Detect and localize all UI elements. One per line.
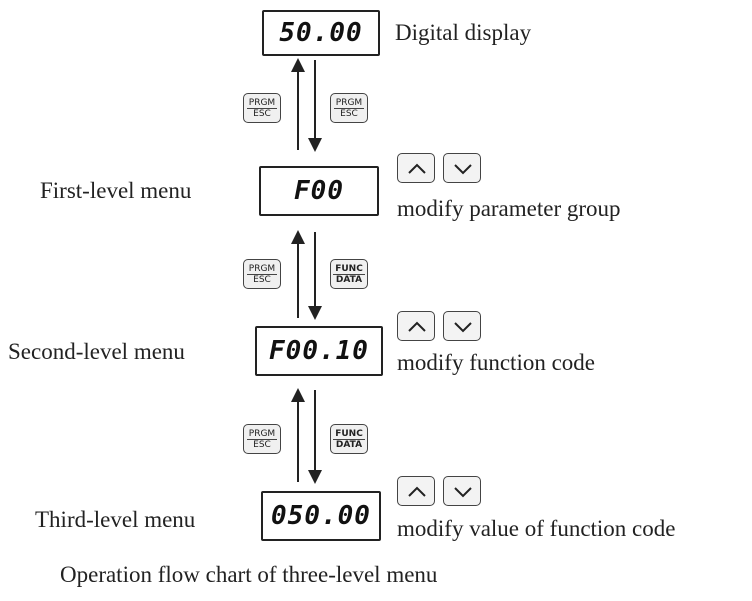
prgm-esc-key[interactable]: PRGM ESC <box>243 93 281 123</box>
prgm-key-label: PRGM <box>246 428 278 440</box>
esc-key-label: ESC <box>340 108 358 119</box>
up-arrow-icon <box>408 321 426 332</box>
up-key[interactable] <box>397 311 435 341</box>
prgm-esc-key[interactable]: PRGM ESC <box>330 93 368 123</box>
first-level-label: First-level menu <box>40 178 192 203</box>
down-key[interactable] <box>443 476 481 506</box>
func-data-key[interactable]: FUNC DATA <box>330 424 368 454</box>
data-key-label: DATA <box>335 439 363 450</box>
modify-group-label: modify parameter group <box>397 196 621 221</box>
second-level-display: F00.10 <box>255 326 383 376</box>
down-key[interactable] <box>443 311 481 341</box>
prgm-key-label: PRGM <box>246 263 278 275</box>
esc-key-label: ESC <box>253 108 271 119</box>
down-arrow-icon <box>454 322 472 333</box>
up-arrow-icon <box>408 163 426 174</box>
up-arrowhead <box>291 388 305 402</box>
prgm-key-label: PRGM <box>246 97 278 109</box>
diagram-caption: Operation flow chart of three-level menu <box>60 562 438 587</box>
up-key[interactable] <box>397 153 435 183</box>
down-arrowhead <box>308 306 322 320</box>
down-arrowhead <box>308 138 322 152</box>
func-key-label: FUNC <box>333 263 365 275</box>
esc-key-label: ESC <box>253 439 271 450</box>
prgm-esc-key[interactable]: PRGM ESC <box>243 259 281 289</box>
esc-key-label: ESC <box>253 274 271 285</box>
up-arrowhead <box>291 58 305 72</box>
second-level-label: Second-level menu <box>8 339 185 364</box>
third-level-display: 050.00 <box>261 491 381 541</box>
down-arrow-icon <box>454 164 472 175</box>
data-key-label: DATA <box>335 274 363 285</box>
digital-display-label: Digital display <box>395 20 532 45</box>
third-level-label: Third-level menu <box>35 507 196 532</box>
down-arrow-icon <box>454 487 472 498</box>
first-level-display: F00 <box>259 166 379 216</box>
down-arrowhead <box>308 470 322 484</box>
down-key[interactable] <box>443 153 481 183</box>
up-key[interactable] <box>397 476 435 506</box>
func-key-label: FUNC <box>333 428 365 440</box>
modify-code-label: modify function code <box>397 350 596 375</box>
func-data-key[interactable]: FUNC DATA <box>330 259 368 289</box>
modify-value-label: modify value of function code <box>397 516 676 541</box>
digital-display: 50.00 <box>262 10 380 56</box>
up-arrowhead <box>291 230 305 244</box>
prgm-esc-key[interactable]: PRGM ESC <box>243 424 281 454</box>
up-arrow-icon <box>408 486 426 497</box>
prgm-key-label: PRGM <box>333 97 365 109</box>
